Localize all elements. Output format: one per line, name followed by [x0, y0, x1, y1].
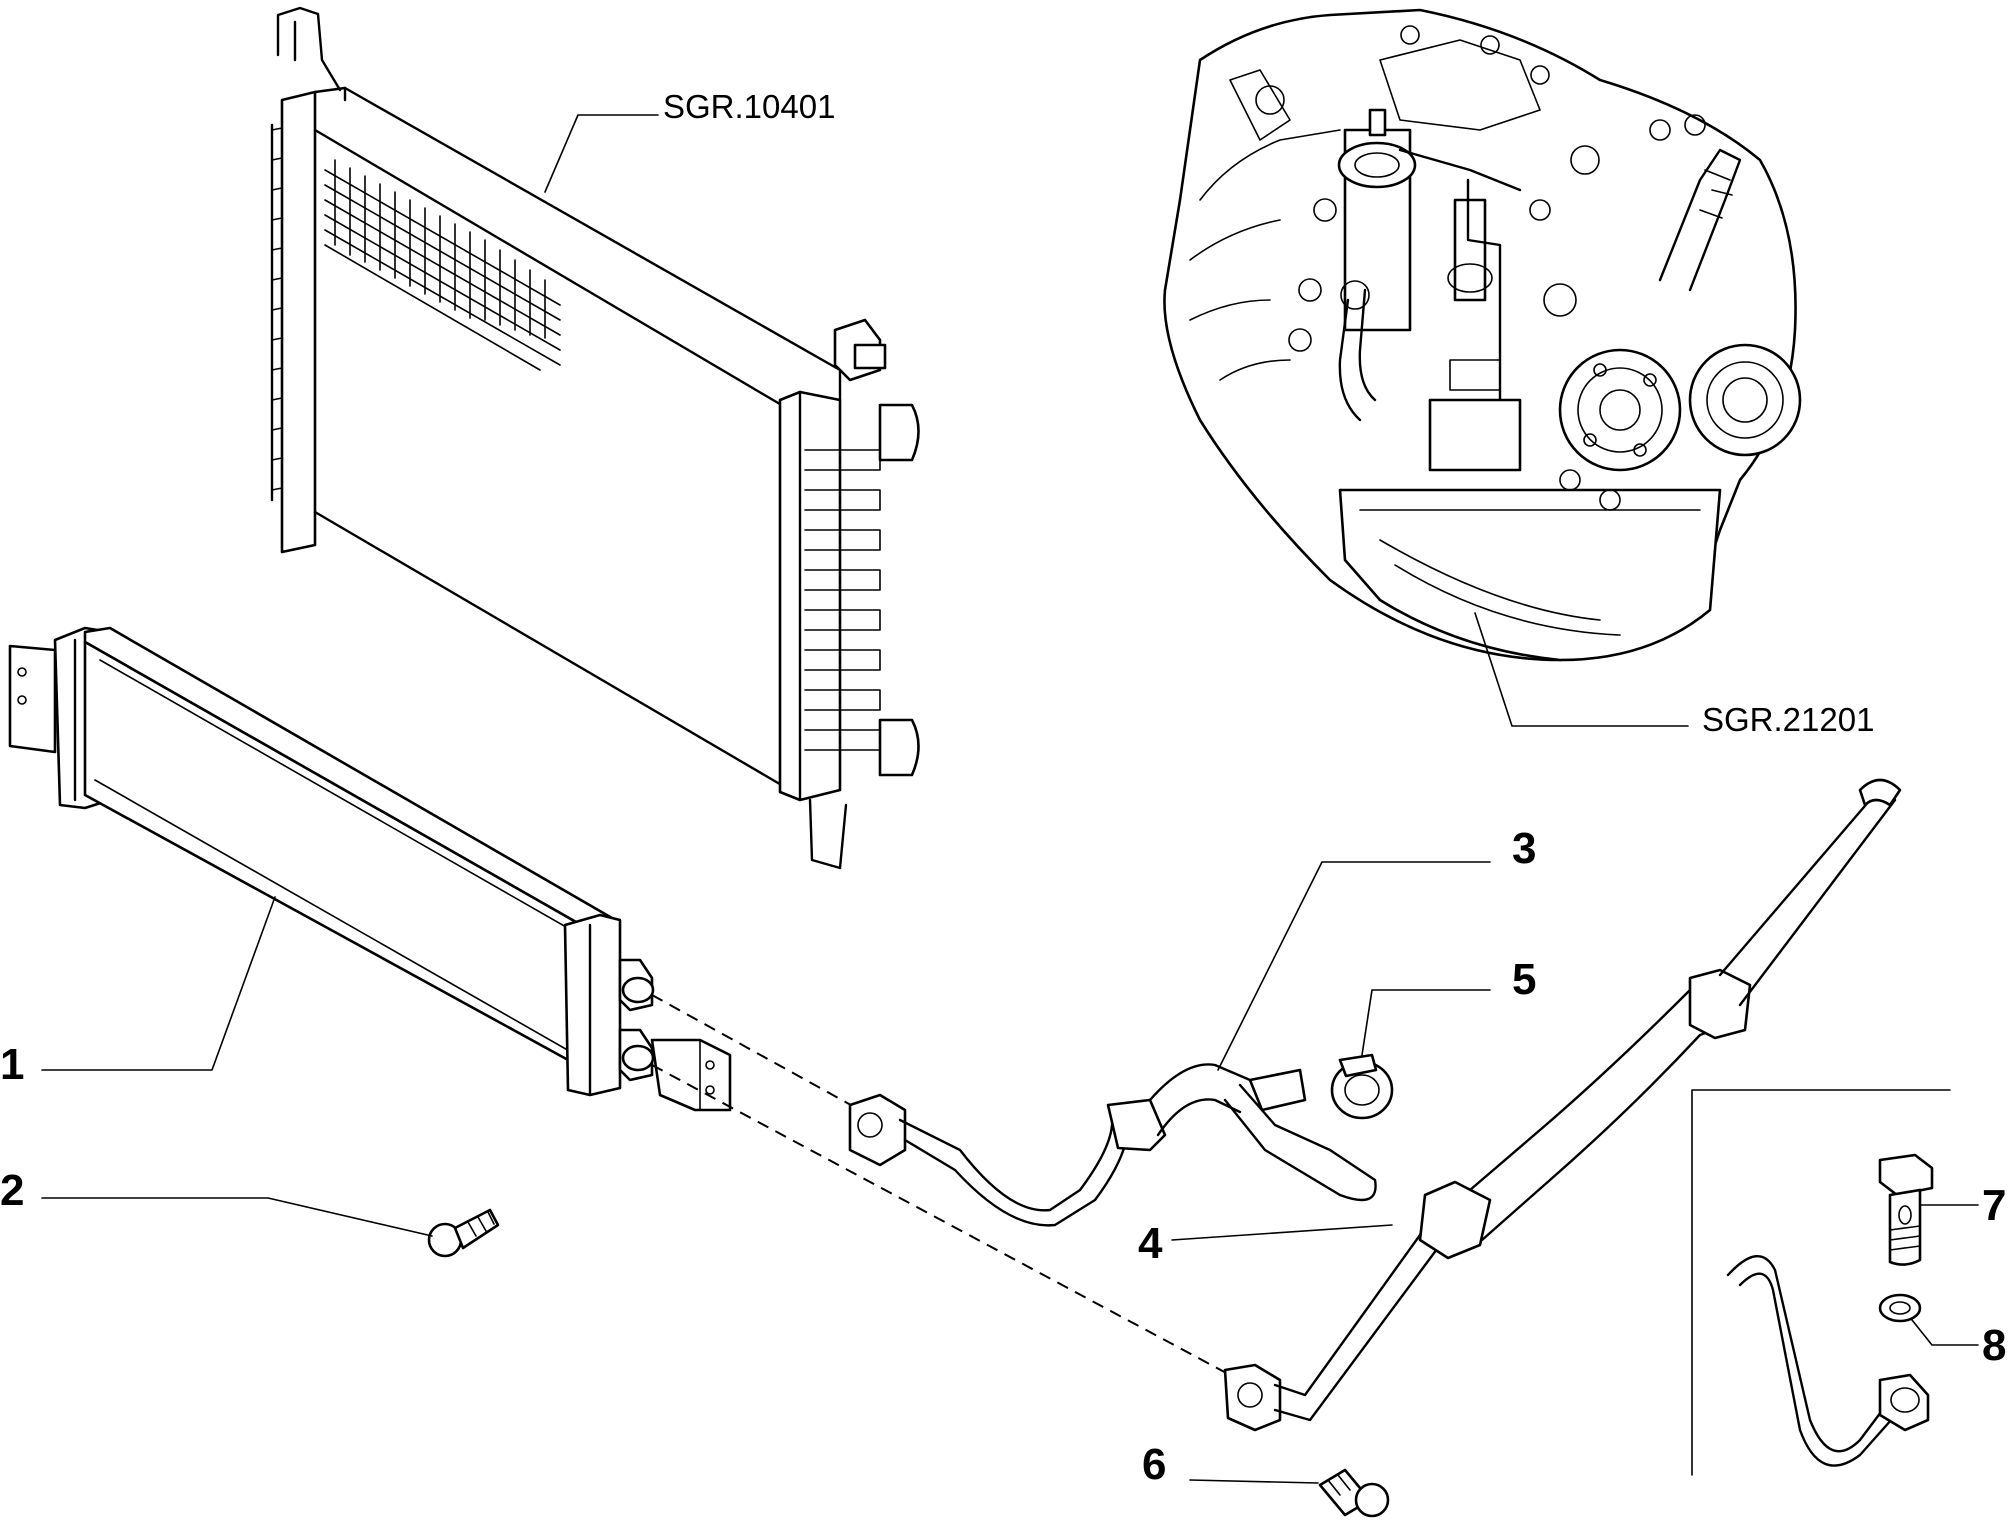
banjo-bolt-7-drawing — [1878, 1153, 1934, 1266]
callout-8-label: 8 — [1982, 1321, 2006, 1370]
callout-1-label: 1 — [0, 1040, 24, 1089]
washer-8-drawing — [1878, 1293, 1922, 1323]
callout-7-label: 7 — [1982, 1181, 2006, 1230]
bolt-2-drawing — [427, 1208, 500, 1258]
callout-3-label: 3 — [1512, 824, 1536, 873]
gearbox-drawing — [1163, 8, 1802, 662]
callout-5-leader — [1361, 989, 1491, 1056]
radiator-reference-leader — [544, 114, 659, 193]
radiator-reference: SGR.10401 — [663, 88, 835, 125]
bolt-6-drawing — [1318, 1468, 1390, 1518]
callout-6-leader — [1189, 1479, 1319, 1484]
callout-2-label: 2 — [0, 1166, 24, 1215]
callout-8-leader — [1911, 1319, 1979, 1346]
hose-clamp-drawing — [1330, 1053, 1394, 1120]
callout-2-leader — [41, 1197, 433, 1237]
upper-pipe-drawing — [848, 1063, 1377, 1227]
gearbox-reference: SGR.21201 — [1702, 701, 1874, 738]
oil-cooler-drawing — [8, 626, 732, 1112]
callout-4-label: 4 — [1138, 1219, 1163, 1268]
lower-pipe-drawing — [1223, 778, 1902, 1432]
radiator-drawing — [270, 6, 920, 870]
radiator-core-grid — [324, 159, 561, 371]
gearbox-reference-leader — [1474, 612, 1689, 727]
callout-5-label: 5 — [1512, 955, 1536, 1004]
callout-6-label: 6 — [1142, 1440, 1166, 1489]
connection-line-lower — [651, 1064, 1231, 1376]
callout-1-leader — [41, 896, 276, 1071]
detail-inset — [1691, 1089, 1951, 1476]
callout-4-leader — [1171, 1224, 1393, 1241]
callout-3-leader — [1217, 861, 1491, 1071]
